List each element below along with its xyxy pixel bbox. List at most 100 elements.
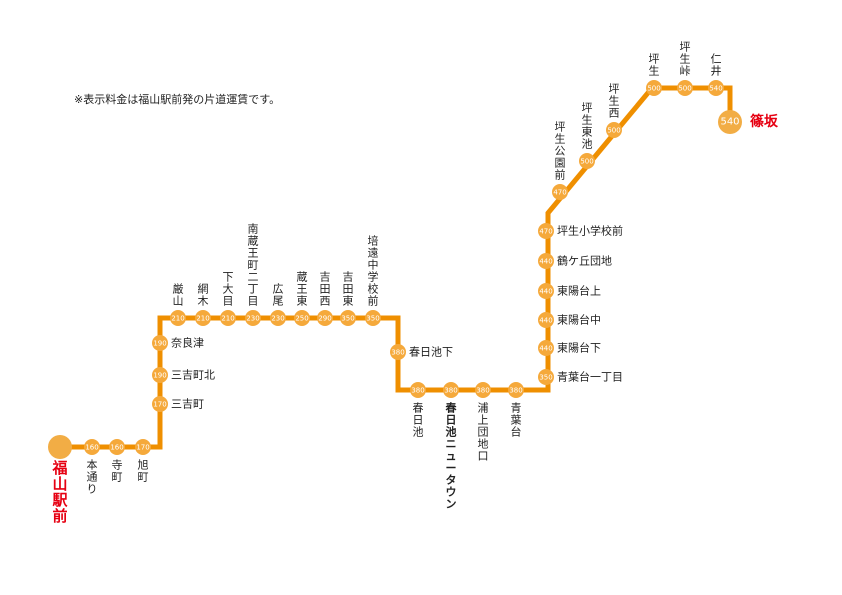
- stop-label-char: 上: [478, 414, 489, 427]
- stop-label-char: 通: [87, 471, 98, 484]
- stop-marker: [84, 439, 100, 455]
- stop-label-char: タ: [446, 474, 457, 487]
- stop-label-char: 仁: [711, 53, 722, 66]
- stop-label-char: 生: [609, 94, 620, 108]
- stop: 380: [443, 382, 459, 398]
- stop-fare: 160: [110, 444, 123, 452]
- stop-label-char: 下: [223, 271, 234, 284]
- stop-label-char: 前: [555, 168, 566, 182]
- stop-fare: 380: [444, 387, 457, 395]
- stop-marker: [606, 122, 622, 138]
- stop-label-char: 吉: [343, 271, 354, 284]
- stop-label: 吉田西: [320, 271, 331, 308]
- stop-fare: 170: [136, 444, 149, 452]
- stop-fare: 500: [607, 127, 620, 135]
- stop-fare: 500: [678, 85, 691, 93]
- stop: 500: [677, 80, 693, 96]
- stop-fare: 210: [171, 315, 184, 323]
- stop-fare: 230: [246, 315, 259, 323]
- stop-fare: 500: [580, 158, 593, 166]
- stop-fare: 440: [539, 345, 552, 353]
- stop: 440: [538, 340, 554, 356]
- stop-label-char: ー: [446, 462, 457, 475]
- stop-label-char: 西: [609, 107, 620, 120]
- stop-fare: 470: [553, 189, 566, 197]
- stop-fare: 170: [153, 401, 166, 409]
- stop-label-char: り: [87, 483, 98, 496]
- stop-fare: 350: [341, 315, 354, 323]
- stop-marker: [220, 310, 236, 326]
- stop: 210: [220, 310, 236, 326]
- stop-marker: [109, 439, 125, 455]
- stop-marker: [340, 310, 356, 326]
- stop-label-char: 寺: [112, 459, 123, 472]
- stop-fare: 160: [85, 444, 98, 452]
- stop-label-char: 青: [511, 402, 522, 415]
- stop-fare: 440: [539, 317, 552, 325]
- origin-terminal-marker: [48, 435, 72, 459]
- stop: 350: [365, 310, 381, 326]
- stop-label-char: 学: [368, 270, 379, 284]
- stop-label-char: 日: [446, 414, 457, 427]
- stop-marker: [475, 382, 491, 398]
- stop-label-char: 培: [368, 234, 379, 248]
- stop-label-char: 井: [711, 64, 722, 78]
- stop-label-char: 尾: [273, 295, 284, 308]
- stop-label: 厳山: [173, 282, 184, 308]
- stop: 170: [152, 396, 168, 412]
- stop-marker: [152, 396, 168, 412]
- stop-label: 坪生小学校前: [557, 224, 623, 238]
- stop-label-char: 池: [446, 425, 457, 439]
- stop-label: 坪生西: [609, 83, 620, 120]
- stop-label-char: 生: [649, 64, 660, 78]
- stop: 500: [579, 153, 595, 169]
- stop-fare: 380: [391, 349, 404, 357]
- stop-label: 奈良津: [171, 336, 204, 350]
- stop-label-char: 旭: [138, 458, 149, 472]
- stop-label-char: 蔵: [297, 271, 308, 284]
- stop: 540: [708, 80, 724, 96]
- stop-label-char: 園: [555, 157, 566, 170]
- stop-label-char: 坪: [649, 53, 660, 66]
- stop-label: 三吉町: [171, 398, 204, 411]
- stop-marker: [508, 382, 524, 398]
- stop-label: 青葉台: [511, 402, 522, 439]
- stop-label-char: 生: [680, 52, 691, 66]
- stop-label-char: 春: [446, 401, 458, 415]
- stop: 350: [340, 310, 356, 326]
- stop-marker: [410, 382, 426, 398]
- stop-fare: 540: [709, 85, 722, 93]
- stop-fare: 190: [153, 340, 166, 348]
- stop-label: 東陽台上: [557, 284, 601, 298]
- stop-label-char: 厳: [173, 282, 184, 296]
- stop-label-char: 台: [511, 425, 522, 439]
- destination-label: 篠坂: [750, 113, 779, 130]
- stop-label-char: 目: [248, 295, 259, 308]
- stop-marker: [646, 80, 662, 96]
- route-line: [60, 85, 733, 450]
- stop-label-char: 日: [413, 414, 424, 427]
- stop: 210: [195, 310, 211, 326]
- stop: 380: [390, 344, 406, 360]
- stop-label: 吉田東: [343, 271, 354, 308]
- stop-marker: [270, 310, 286, 326]
- stop-label-char: 蔵: [248, 235, 259, 248]
- stop: 500: [606, 122, 622, 138]
- stop-label-char: 坪: [555, 121, 566, 134]
- stop-label: 東陽台中: [557, 313, 601, 327]
- stop-label-char: ン: [446, 498, 457, 511]
- stop-label-char: 東: [343, 295, 354, 308]
- stop: 290: [317, 310, 333, 326]
- stop-marker: [708, 80, 724, 96]
- stop-label: 下大目: [223, 271, 234, 308]
- destination-fare: 540: [720, 117, 739, 128]
- stop-marker: [538, 253, 554, 269]
- stop-marker: [538, 312, 554, 328]
- stop-marker: [245, 310, 261, 326]
- stop-label: 青葉台一丁目: [557, 370, 623, 384]
- stop-label: 坪生峠: [680, 41, 691, 78]
